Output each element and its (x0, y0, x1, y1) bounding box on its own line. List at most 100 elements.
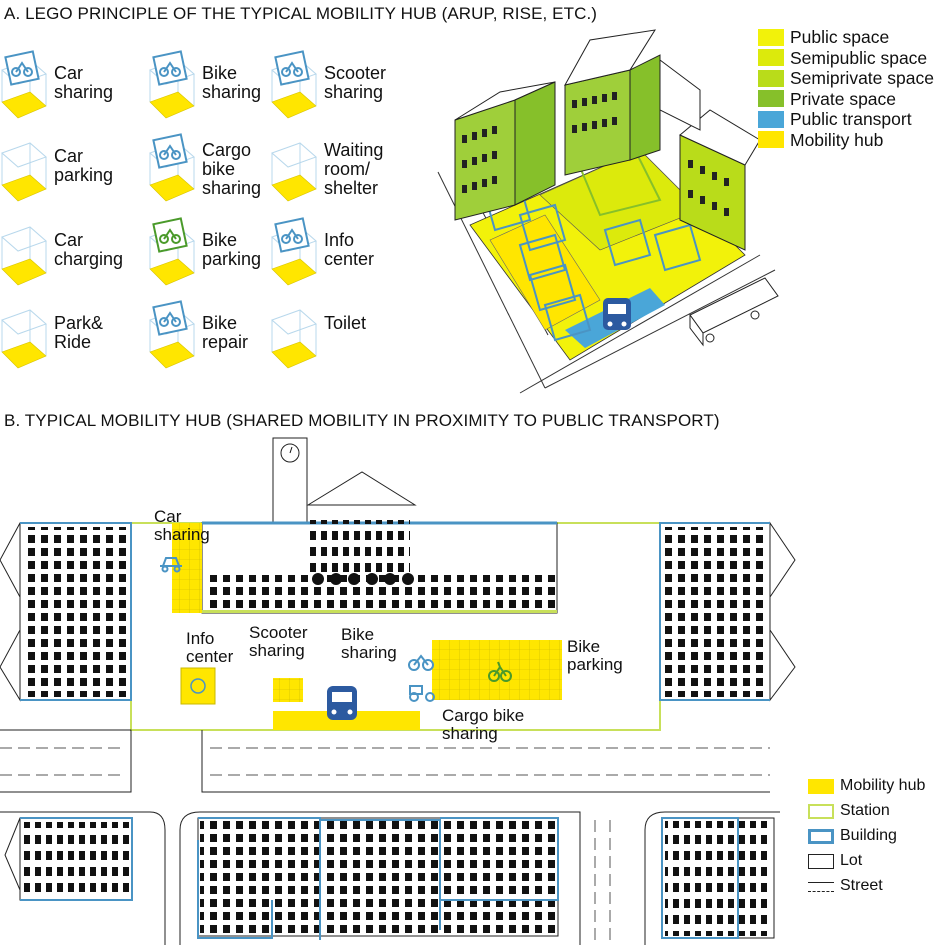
legend-a-item: Mobility hub (758, 131, 883, 149)
module-item: Scooter sharing (270, 50, 410, 130)
streets (0, 729, 780, 945)
module-item: Cargo bike sharing (148, 133, 288, 213)
legend-label: Semiprivate space (790, 68, 934, 88)
legend-swatch (758, 90, 784, 107)
legend-b-item: Street (808, 877, 883, 895)
module-label: Cargo bike sharing (202, 141, 261, 198)
module-label-line-1: Bike (202, 313, 238, 333)
station-windows (205, 575, 555, 612)
station-tower (272, 437, 308, 524)
legend-b-item: Mobility hub (808, 777, 925, 795)
axo-street-lines (437, 159, 776, 394)
module-label-line-1: Car (54, 63, 84, 83)
legend-label: Lot (840, 852, 863, 869)
axo-hub-cubes (483, 138, 702, 342)
module-label: Toilet (324, 314, 366, 333)
axo-street-bus (689, 277, 779, 347)
right-building (659, 521, 796, 702)
bike-sharing-icon (149, 50, 195, 119)
legend-label: Public space (790, 27, 890, 47)
module-label: Info center (324, 231, 374, 269)
module-label-line-1: Park& (54, 313, 104, 333)
legend-swatch (758, 49, 784, 66)
module-label-line-1: Car (54, 230, 84, 250)
module-label-line-1: Car (54, 146, 84, 166)
module-label-line-2: parking (54, 165, 114, 185)
legend-label: Building (840, 827, 897, 844)
legend-a-item: Public transport (758, 110, 912, 128)
module-label-line-2: sharing (202, 82, 262, 102)
legend-swatch (758, 69, 784, 87)
car-sharing-icon (160, 557, 182, 573)
scooter-hub (273, 678, 303, 702)
bike-parking-icon (488, 661, 512, 682)
module-cube (1, 226, 47, 286)
module-label: Bike parking (202, 231, 261, 269)
module-label-line-1: Info (324, 230, 355, 250)
info-center-hub (180, 667, 216, 705)
axo-windows (462, 92, 729, 216)
module-item: Car sharing (0, 50, 140, 130)
module-label-line-3: sharing (202, 178, 262, 198)
legend-b-item: Lot (808, 852, 862, 870)
legend-swatch (808, 828, 834, 844)
station-pediment (306, 471, 417, 506)
module-label: Park& Ride (54, 314, 103, 352)
module-cube (271, 142, 317, 202)
module-item: Bike repair (148, 300, 288, 380)
module-item: Park& Ride (0, 300, 140, 380)
module-item: Car parking (0, 133, 140, 213)
left-building (0, 522, 132, 702)
legend-label: Mobility hub (790, 129, 884, 150)
module-label-line-2: Ride (54, 332, 92, 352)
scooter-sharing-icon (271, 50, 317, 119)
module-label-line-2: parking (202, 249, 262, 269)
module-label-line-2: charging (54, 249, 124, 269)
module-item: Bike sharing (148, 50, 288, 130)
module-label-line-2: Toilet (324, 313, 367, 333)
axo-buildings (454, 29, 761, 251)
legend-swatch (758, 110, 784, 128)
module-item: Waiting room/ shelter (270, 133, 410, 213)
module-label: Bike repair (202, 314, 248, 352)
legend-label: Station (840, 802, 890, 819)
station-arches (312, 573, 414, 585)
legend-b-item: Station (808, 802, 890, 820)
bike-sharing-icon (408, 654, 434, 671)
bottom-center-buildings (197, 817, 559, 940)
module-label-line-3: shelter (324, 178, 379, 198)
module-label-line-1: Scooter (324, 63, 387, 83)
axo-semipublic-space (539, 149, 701, 251)
axo-public-space (469, 149, 746, 361)
legend-label: Private space (790, 88, 897, 109)
module-label-line-2: sharing (324, 82, 384, 102)
legend-a-item: Public space (758, 28, 889, 46)
legend-label: Mobility hub (840, 777, 926, 794)
legend-a-item: Semipublic space (758, 49, 927, 67)
legend-swatch (808, 882, 834, 892)
section-b-title: B. TYPICAL MOBILITY HUB (SHARED MOBILITY… (4, 411, 720, 430)
legend-swatch (808, 803, 834, 819)
module-label-line-2: bike (202, 159, 236, 179)
station-facade (201, 522, 558, 614)
axo-bus-lane (565, 288, 665, 348)
car-sharing-icon (1, 50, 47, 119)
module-label: Car parking (54, 147, 113, 185)
module-label-line-2: repair (202, 332, 249, 352)
legend-swatch (758, 28, 784, 46)
cargo-bike-icon (149, 133, 195, 202)
module-cube (1, 142, 47, 202)
module-item: Car charging (0, 217, 140, 297)
module-label-line-2: center (324, 249, 375, 269)
legend-a-item: Semiprivate space (758, 69, 934, 87)
legend-label: Street (840, 877, 883, 894)
module-label-line-2: room/ (324, 159, 371, 179)
legend-swatch (758, 131, 784, 148)
info-icon (271, 217, 317, 286)
legend-label: Semipublic space (790, 47, 928, 68)
legend-b-item: Building (808, 827, 897, 845)
